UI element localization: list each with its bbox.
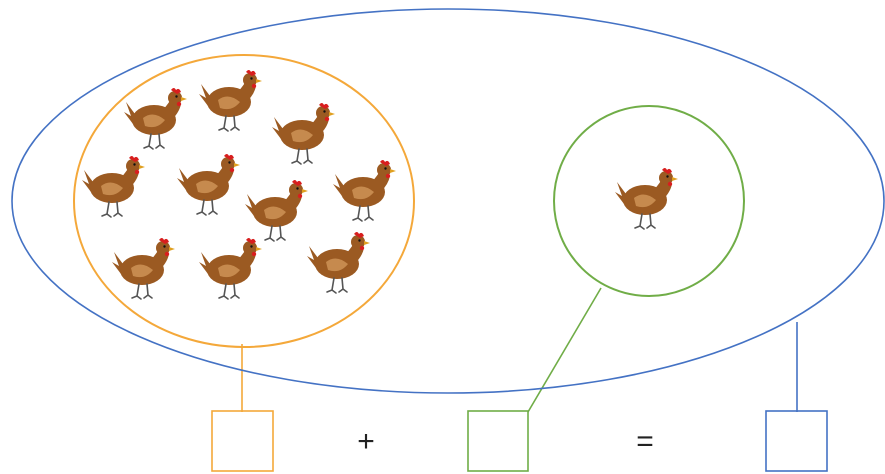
- part-b-hens: [615, 168, 678, 229]
- part-a-hens: [82, 70, 396, 299]
- connector-line-part-b: [528, 288, 601, 412]
- whole-answer-box[interactable]: [766, 411, 827, 471]
- hen-icon: [333, 160, 396, 221]
- hen-icon: [177, 154, 240, 215]
- hen-icon: [615, 168, 678, 229]
- hen-icon: [199, 70, 262, 131]
- hen-icon: [124, 88, 187, 149]
- part-b-answer-box[interactable]: [468, 411, 528, 471]
- hen-icon: [199, 238, 262, 299]
- part-a-answer-box[interactable]: [212, 411, 273, 471]
- whole-group-ellipse: [12, 9, 884, 393]
- hen-icon: [307, 232, 370, 293]
- hen-icon: [245, 180, 308, 241]
- equals-sign: =: [636, 425, 654, 458]
- hen-icon: [82, 156, 145, 217]
- plus-sign: +: [357, 425, 375, 458]
- hen-icon: [112, 238, 175, 299]
- hen-icon: [272, 103, 335, 164]
